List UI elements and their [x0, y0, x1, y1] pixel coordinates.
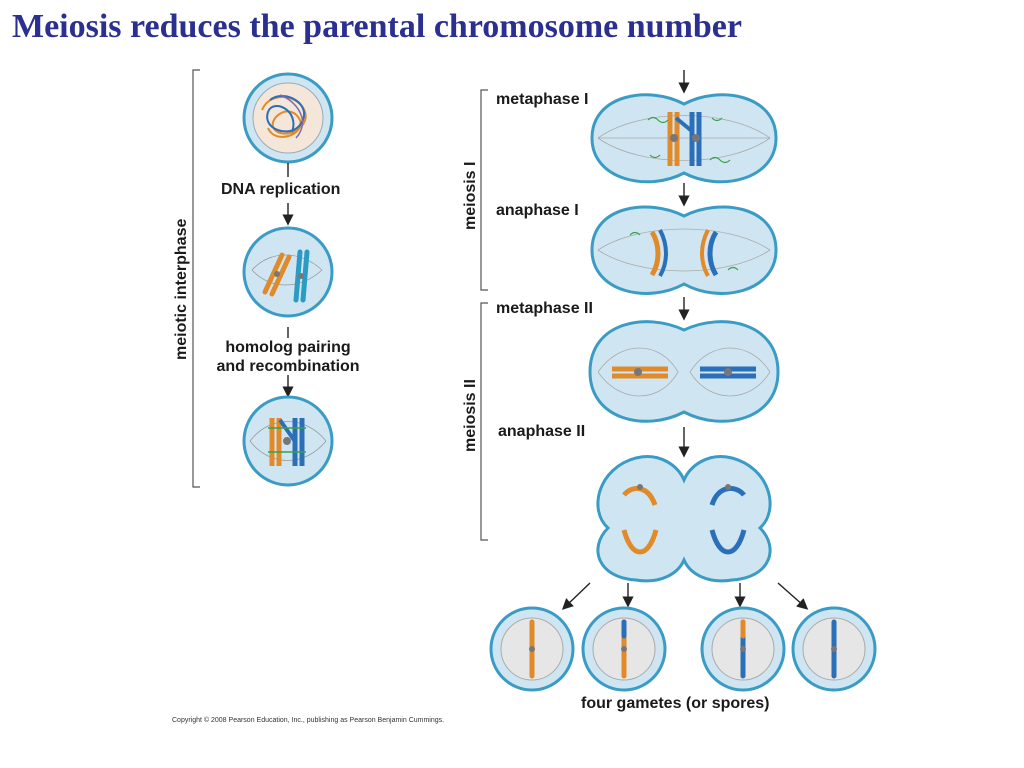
replication-cell	[242, 226, 334, 318]
gamete-1	[489, 606, 575, 692]
gamete-3	[700, 606, 786, 692]
homolog-pairing-label-line2: and recombination	[216, 358, 360, 375]
anaphase-2-label: anaphase II	[498, 423, 586, 440]
anaphase-1-cell	[590, 205, 778, 295]
pairing-cell	[242, 395, 334, 487]
metaphase-2-cell	[588, 320, 780, 423]
gamete-4	[791, 606, 877, 692]
meiosis-1-label: meiosis I	[462, 161, 479, 230]
meiosis-2-label: meiosis II	[462, 379, 479, 452]
metaphase-1-cell	[590, 93, 778, 184]
gamete-2	[581, 606, 667, 692]
anaphase-2-cell	[596, 455, 772, 583]
interphase-bracket	[192, 69, 200, 488]
copyright-text: Copyright © 2008 Pearson Education, Inc.…	[172, 717, 445, 724]
dna-replication-label: DNA replication	[221, 181, 341, 198]
meiotic-interphase-label: meiotic interphase	[173, 218, 190, 360]
metaphase-1-label: metaphase I	[496, 91, 589, 108]
meiosis-1-bracket	[480, 89, 488, 291]
homolog-pairing-label-line1: homolog pairing	[225, 339, 351, 356]
meiosis-2-bracket	[480, 302, 488, 541]
page-title: Meiosis reduces the parental chromosome …	[12, 8, 742, 45]
interphase-cell	[242, 72, 334, 164]
metaphase-2-label: metaphase II	[496, 300, 593, 317]
anaphase-1-label: anaphase I	[496, 202, 579, 219]
gametes-label: four gametes (or spores)	[581, 695, 770, 712]
